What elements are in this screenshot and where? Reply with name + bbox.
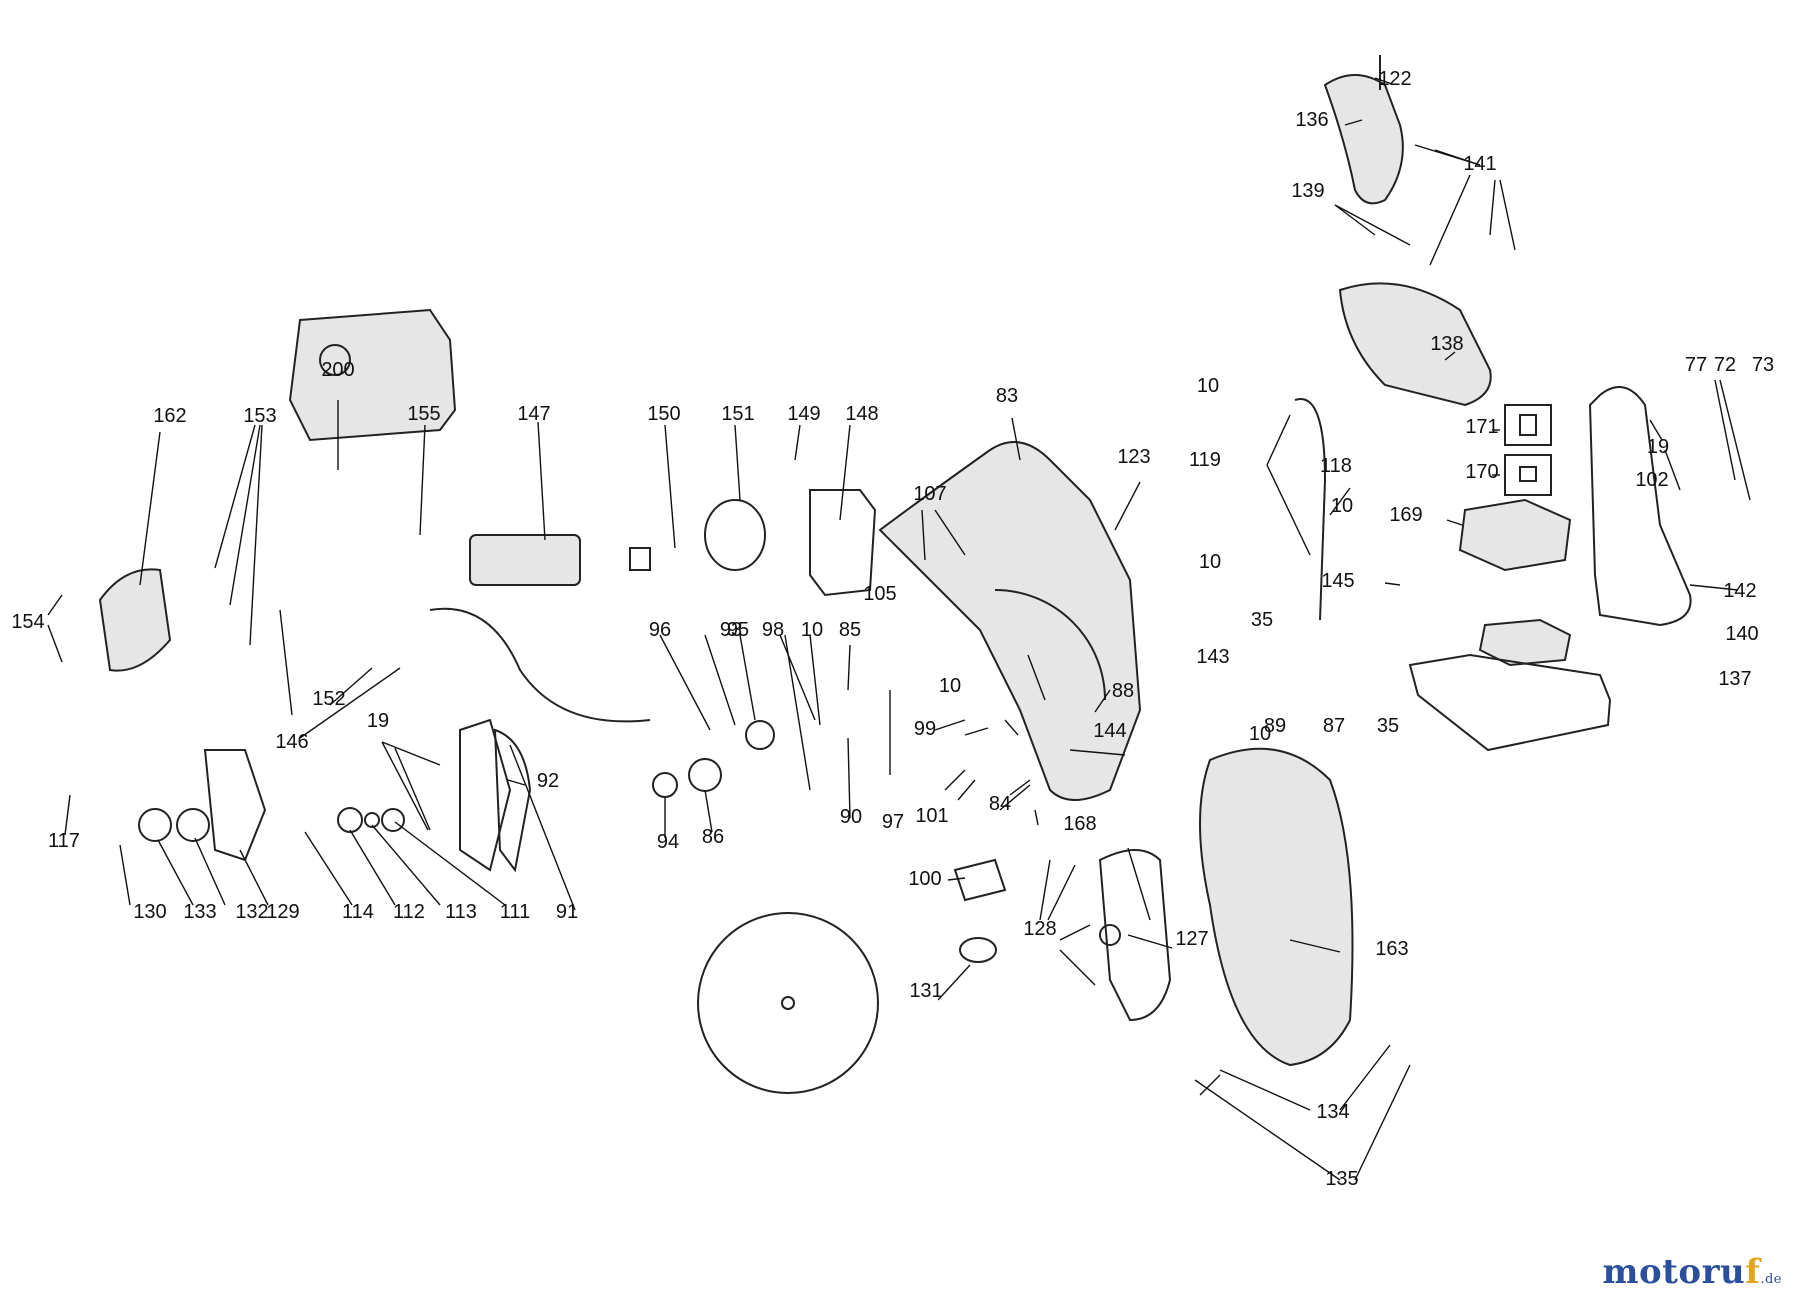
part-label-95: 95 (727, 619, 749, 641)
part-label-150: 150 (647, 403, 680, 425)
part-label-133: 133 (183, 901, 216, 923)
part-label-123: 123 (1117, 446, 1150, 468)
part-label-111: 111 (500, 901, 530, 923)
part-label-151: 151 (721, 403, 754, 425)
part-label-145: 145 (1321, 570, 1354, 592)
part-label-143: 143 (1196, 646, 1229, 668)
part-label-10: 10 (1249, 723, 1271, 745)
part-label-117: 117 (48, 830, 80, 852)
part-label-135: 135 (1325, 1168, 1358, 1190)
part-label-35: 35 (1251, 609, 1273, 631)
part-label-107: 107 (913, 483, 946, 505)
part-label-153: 153 (243, 405, 276, 427)
part-label-137: 137 (1718, 668, 1751, 690)
part-number-labels: 122 136 141 139 138 171 170 169 77 72 73 19 102 142 14… (11, 68, 1774, 1190)
arm (1588, 386, 1692, 627)
part-label-130: 130 (133, 901, 166, 923)
part-label-131: 131 (909, 980, 942, 1002)
part-label-101: 101 (915, 805, 948, 827)
part-label-10: 10 (1197, 375, 1219, 397)
part-label-73: 73 (1752, 354, 1774, 376)
part-label-139: 139 (1291, 180, 1324, 202)
part-label-113: 113 (445, 901, 477, 923)
part-label-91: 91 (556, 901, 578, 923)
part-label-149: 149 (787, 403, 820, 425)
brand-logo: motoruf.de (1602, 1252, 1782, 1292)
part-label-146: 146 (275, 731, 308, 753)
part-label-170: 170 (1465, 461, 1498, 483)
leader-lines (47, 77, 1751, 1181)
part-label-147: 147 (517, 403, 550, 425)
motor-housing (288, 308, 457, 442)
part-label-102: 102 (1635, 469, 1668, 491)
part-label-132: 132 (235, 901, 268, 923)
upper-cover (1338, 282, 1492, 407)
saw-blade (697, 912, 879, 1094)
part-label-10: 10 (801, 619, 823, 641)
part-label-134: 134 (1316, 1101, 1349, 1123)
part-label-141: 141 (1463, 153, 1496, 175)
part-label-148: 148 (845, 403, 878, 425)
part-label-128: 128 (1023, 918, 1056, 940)
part-label-98: 98 (762, 619, 784, 641)
part-label-163: 163 (1375, 938, 1408, 960)
part-label-129: 129 (266, 901, 299, 923)
part-label-10: 10 (1331, 495, 1353, 517)
part-label-127: 127 (1175, 928, 1208, 950)
guard-body (878, 441, 1142, 801)
part-label-112: 112 (393, 901, 425, 923)
part-label-84: 84 (989, 793, 1011, 815)
part-shapes (98, 55, 1692, 1094)
part-label-136: 136 (1295, 109, 1328, 131)
part-label-89: 89 (1264, 715, 1286, 737)
part-label-90: 90 (840, 806, 862, 828)
part-label-138: 138 (1430, 333, 1463, 355)
part-label-10: 10 (1199, 551, 1221, 573)
part-label-77: 77 (1685, 354, 1707, 376)
part-label-169: 169 (1389, 504, 1422, 526)
part-label-97: 97 (882, 811, 904, 833)
part-label-87: 87 (1323, 715, 1345, 737)
part-label-140: 140 (1725, 623, 1758, 645)
part-label-142: 142 (1723, 580, 1756, 602)
part-label-86: 86 (702, 826, 724, 848)
part-label-19: 19 (1647, 436, 1669, 458)
end-cap (98, 568, 172, 672)
handle-grip (1323, 74, 1404, 205)
part-label-92: 92 (537, 770, 559, 792)
part-label-96: 96 (649, 619, 671, 641)
part-label-155: 155 (407, 403, 440, 425)
part-label-99: 99 (914, 718, 936, 740)
part-label-122: 122 (1378, 68, 1411, 90)
part-label-105: 105 (863, 583, 896, 605)
armature (469, 534, 581, 586)
base-plate (1408, 653, 1612, 752)
part-label-168: 168 (1063, 813, 1096, 835)
part-label-171: 171 (1465, 416, 1498, 438)
part-label-83: 83 (996, 385, 1018, 407)
part-label-119: 119 (1189, 449, 1221, 471)
part-label-100: 100 (908, 868, 941, 890)
part-label-118: 118 (1320, 455, 1352, 477)
part-label-85: 85 (839, 619, 861, 641)
part-label-152: 152 (312, 688, 345, 710)
part-label-35: 35 (1377, 715, 1399, 737)
part-label-72: 72 (1714, 354, 1736, 376)
part-label-93: 93 (720, 619, 742, 641)
part-label-19: 19 (367, 710, 389, 732)
part-label-154: 154 (11, 611, 44, 633)
part-label-10: 10 (939, 675, 961, 697)
blade-guard (1199, 747, 1354, 1067)
part-label-144: 144 (1093, 720, 1126, 742)
part-label-114: 114 (342, 901, 374, 923)
part-label-200: 200 (321, 359, 354, 381)
part-label-88: 88 (1112, 680, 1134, 702)
part-label-162: 162 (153, 405, 186, 427)
part-label-94: 94 (657, 831, 679, 853)
